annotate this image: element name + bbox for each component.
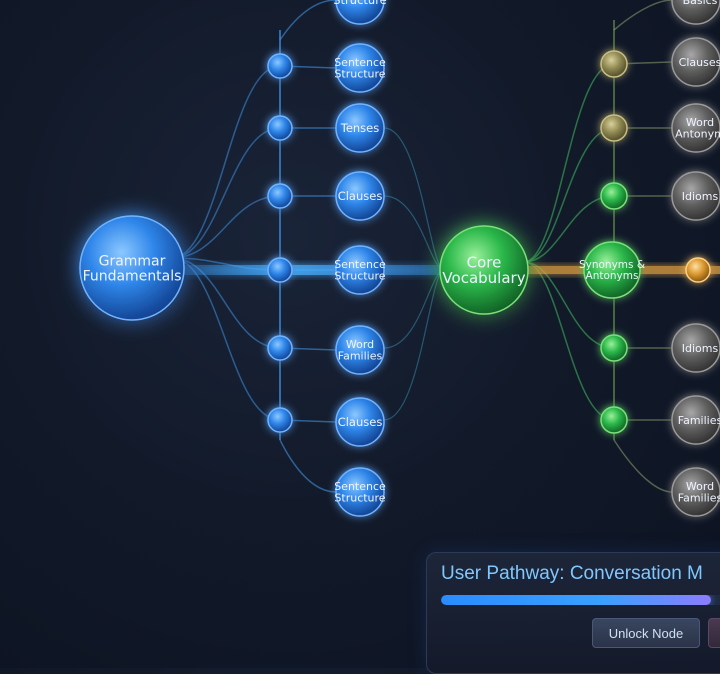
grammar-branch-node[interactable] bbox=[335, 467, 385, 517]
grammar-hub-label: Fundamentals bbox=[83, 268, 182, 284]
vocab-junction-node bbox=[600, 182, 628, 210]
connector-line bbox=[613, 439, 673, 493]
connector-line bbox=[171, 257, 281, 421]
vocab-junction-node bbox=[600, 406, 628, 434]
connector-line bbox=[171, 127, 281, 259]
vocab-branch-label: Clauses bbox=[679, 56, 720, 69]
connector-line bbox=[383, 195, 445, 271]
grammar-branch-node[interactable] bbox=[335, 245, 385, 295]
vocab-junction-node bbox=[600, 334, 628, 362]
grammar-junction-node bbox=[267, 335, 293, 361]
grammar-branch-label: Structure bbox=[334, 492, 385, 505]
grammar-branch-node[interactable] bbox=[335, 397, 385, 447]
secondary-action-button[interactable] bbox=[708, 618, 720, 648]
grammar-branch-label: Tenses bbox=[340, 121, 380, 135]
vocab-branch-label: Families bbox=[678, 414, 720, 427]
pathway-title: User Pathway: Conversation M bbox=[441, 563, 703, 584]
connector-line bbox=[383, 269, 445, 349]
grammar-branch-label: Structure bbox=[334, 270, 385, 283]
vocab-branch-label: Antonym bbox=[675, 128, 720, 141]
vocab-branch-node[interactable] bbox=[671, 467, 720, 517]
connector-line bbox=[171, 195, 281, 259]
vocab-branch-label: Word bbox=[686, 116, 714, 129]
grammar-branch-node[interactable] bbox=[335, 0, 385, 25]
connector-line bbox=[279, 0, 337, 41]
grammar-branch-label: Structure bbox=[333, 0, 387, 7]
connector-line bbox=[279, 439, 337, 493]
synonyms-label: Synonyms & bbox=[579, 259, 645, 271]
connector-line bbox=[523, 261, 615, 349]
grammar-branch-label: Clauses bbox=[338, 415, 383, 429]
vocab-branch-node[interactable] bbox=[671, 103, 720, 153]
grammar-junction-node bbox=[267, 407, 293, 433]
vocab-branch-node[interactable] bbox=[671, 0, 720, 25]
vocab-hub-label: Vocabulary bbox=[442, 269, 525, 287]
grammar-branch-label: Structure bbox=[334, 68, 385, 81]
vocab-branch-label: Basics bbox=[683, 0, 718, 7]
grammar-branch-node[interactable] bbox=[335, 171, 385, 221]
grammar-branch-node[interactable] bbox=[335, 325, 385, 375]
vocab-junction-node bbox=[600, 114, 628, 142]
connector-line bbox=[171, 65, 281, 259]
grammar-branch-label: Sentence bbox=[334, 258, 386, 271]
connector-line bbox=[171, 257, 281, 349]
vocab-branch-node[interactable] bbox=[671, 323, 720, 373]
pathway-progress-fill bbox=[441, 595, 711, 605]
vocab-branch-label: Word bbox=[686, 480, 714, 493]
vocab-hub-label: Core bbox=[467, 253, 502, 271]
synonyms-node[interactable] bbox=[583, 241, 641, 299]
grammar-junction-node bbox=[267, 183, 293, 209]
grammar-junction-node bbox=[267, 257, 293, 283]
vocab-branch-node[interactable] bbox=[671, 37, 720, 87]
grammar-hub-label: Grammar bbox=[99, 254, 166, 270]
synonyms-label: Antonyms bbox=[586, 270, 639, 282]
vocab-junction-node bbox=[600, 50, 628, 78]
connector-line bbox=[383, 127, 445, 271]
vocab-branch-node[interactable] bbox=[671, 395, 720, 445]
vocab-branch-node[interactable] bbox=[671, 171, 720, 221]
grammar-branch-label: Clauses bbox=[338, 189, 383, 203]
grammar-fundamentals-hub[interactable] bbox=[79, 215, 185, 321]
unlock-node-button[interactable]: Unlock Node bbox=[592, 618, 700, 648]
vocab-branch-label: Idioms bbox=[682, 190, 719, 203]
pathway-progress-bar bbox=[441, 595, 720, 605]
grammar-branch-label: Families bbox=[338, 350, 383, 363]
grammar-branch-node[interactable] bbox=[335, 103, 385, 153]
connector-line bbox=[523, 63, 615, 263]
connector-line bbox=[523, 195, 615, 263]
pathway-panel: User Pathway: Conversation M Unlock Node bbox=[426, 552, 720, 674]
grammar-branch-label: Sentence bbox=[334, 56, 386, 69]
grammar-junction-node bbox=[267, 115, 293, 141]
core-vocabulary-hub[interactable] bbox=[439, 225, 529, 315]
grammar-branch-label: Word bbox=[346, 338, 374, 351]
connector-line bbox=[383, 269, 445, 421]
grammar-branch-label: Sentence bbox=[334, 480, 386, 493]
amber-junction-node bbox=[685, 257, 711, 283]
grammar-junction-node bbox=[267, 53, 293, 79]
grammar-branch-node[interactable] bbox=[335, 43, 385, 93]
vocab-branch-label: Families bbox=[678, 492, 720, 505]
connector-line bbox=[613, 0, 673, 31]
vocab-branch-label: Idioms bbox=[682, 342, 719, 355]
connector-line bbox=[523, 127, 615, 263]
pathway-beam bbox=[180, 265, 450, 275]
